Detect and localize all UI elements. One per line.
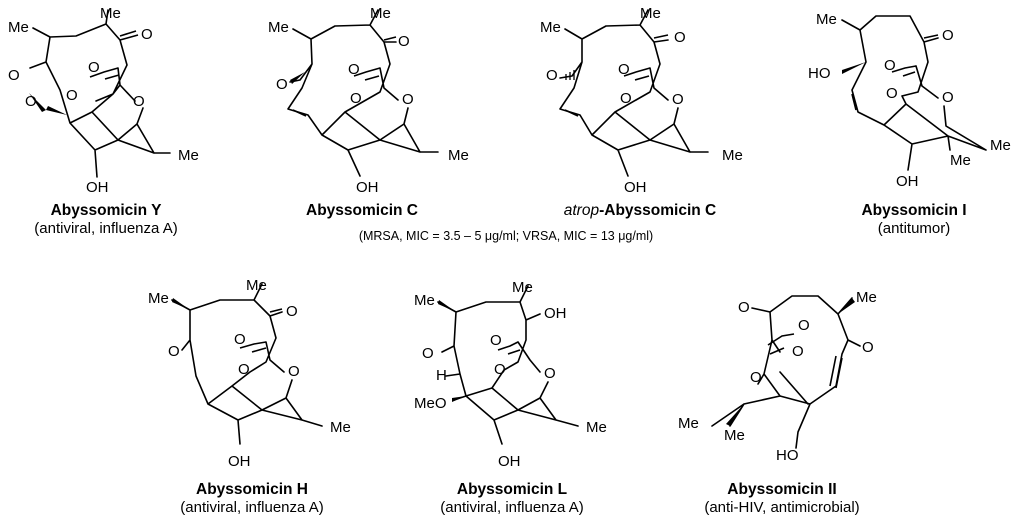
methyl-label: Me — [950, 152, 971, 169]
methyl-label: Me — [816, 11, 837, 28]
hydroxyl-label: OH — [498, 453, 521, 470]
ring-oxygen: O — [792, 343, 804, 360]
methyl-label: Me — [586, 419, 607, 436]
structure-abyssomicin-h: Me Me O O O O O Me OH — [148, 277, 351, 470]
ring-oxygen: O — [66, 87, 78, 104]
carbonyl-oxygen: O — [674, 29, 686, 46]
compound-activity: (anti-HIV, antimicrobial) — [704, 499, 860, 516]
ether-oxygen: O — [288, 363, 300, 380]
compound-name: Abyssomicin Y — [50, 202, 162, 219]
methyl-label: Me — [724, 427, 745, 444]
structure-abyssomicin-i: Me HO O O O O Me Me OH — [808, 11, 1011, 190]
methyl-label: Me — [268, 19, 289, 36]
methyl-label: Me — [246, 277, 267, 294]
methyl-label: Me — [856, 289, 877, 306]
carbonyl-oxygen: O — [738, 299, 750, 316]
hydrogen-label: H — [436, 367, 447, 384]
ether-oxygen: O — [133, 93, 145, 110]
compound-activity: (antiviral, influenza A) — [440, 499, 584, 516]
ether-oxygen: O — [942, 89, 954, 106]
carbonyl-oxygen: O — [942, 27, 954, 44]
methyl-label: Me — [414, 292, 435, 309]
methyl-label: Me — [990, 137, 1011, 154]
hydroxyl-label: OH — [86, 179, 109, 196]
ether-oxygen: O — [402, 91, 414, 108]
methyl-label: Me — [722, 147, 743, 164]
caption-abyssomicin-h: Abyssomicin H (antiviral, influenza A) — [146, 481, 358, 516]
compound-name: Abyssomicin C — [306, 202, 418, 219]
ring-oxygen: O — [886, 85, 898, 102]
caption-abyssomicin-l: Abyssomicin L (antiviral, influenza A) — [406, 481, 618, 516]
caption-abyssomicin-i: Abyssomicin I (antitumor) — [824, 202, 1004, 237]
compound-name-rest: -Abyssomicin C — [599, 202, 717, 219]
hydroxyl-label: OH — [544, 305, 567, 322]
compound-activity: (antitumor) — [877, 220, 951, 237]
structure-abyssomicin-c: Me Me O O O O O Me OH — [268, 5, 469, 196]
methyl-label: Me — [640, 5, 661, 22]
compound-name: atrop-Abyssomicin C — [540, 202, 740, 220]
ring-oxygen: O — [494, 361, 506, 378]
carbonyl-oxygen: O — [286, 303, 298, 320]
compound-name: Abyssomicin H — [196, 481, 308, 498]
lactone-oxygen: O — [490, 332, 502, 349]
structure-abyssomicin-ii: O Me O O O O Me Me HO — [678, 289, 877, 464]
caption-abyssomicin-ii: Abyssomicin II (anti-HIV, antimicrobial) — [676, 481, 888, 516]
methyl-label: Me — [678, 415, 699, 432]
lactone-oxygen: O — [348, 61, 360, 78]
atrop-prefix: atrop — [563, 202, 600, 219]
methyl-label: Me — [448, 147, 469, 164]
hydroxyl-label: OH — [228, 453, 251, 470]
compound-activity: (MRSA, MIC = 3.5 – 5 μg/ml; VRSA, MIC = … — [358, 229, 654, 243]
hydroxyl-label: OH — [896, 173, 919, 190]
lactone-oxygen: O — [618, 61, 630, 78]
epoxide-oxygen: O — [276, 76, 288, 93]
methyl-label: Me — [178, 147, 199, 164]
methyl-label: Me — [100, 5, 121, 22]
epoxide-oxygen: O — [546, 67, 558, 84]
ether-oxygen: O — [544, 365, 556, 382]
ring-oxygen: O — [620, 90, 632, 107]
carbonyl-oxygen: O — [398, 33, 410, 50]
methoxy-label: MeO — [414, 395, 447, 412]
carbonyl-oxygen: O — [141, 26, 153, 43]
methyl-label: Me — [370, 5, 391, 22]
caption-abyssomicin-y: Abyssomicin Y (antiviral, influenza A) — [0, 202, 212, 237]
lactone-oxygen: O — [234, 331, 246, 348]
ether-oxygen: O — [750, 369, 762, 386]
compound-activity: (antiviral, influenza A) — [180, 499, 324, 516]
structure-atrop-abyssomicin-c: Me Me O O O O O Me OH — [540, 5, 743, 196]
carbonyl-oxygen: O — [168, 343, 180, 360]
methyl-label: Me — [540, 19, 561, 36]
ring-oxygen: O — [350, 90, 362, 107]
methyl-label: Me — [8, 19, 29, 36]
hydroxy-label: HO — [808, 65, 831, 82]
caption-mic-values: (MRSA, MIC = 3.5 – 5 μg/ml; VRSA, MIC = … — [300, 229, 712, 243]
ether-oxygen: O — [672, 91, 684, 108]
structure-abyssomicin-l: Me Me OH O O O O H MeO Me OH — [414, 279, 607, 470]
epoxide-oxygen: O — [25, 93, 37, 110]
compound-name: Abyssomicin II — [727, 481, 837, 498]
lactone-oxygen: O — [88, 59, 100, 76]
caption-atrop-abyssomicin-c: atrop-Abyssomicin C — [540, 202, 740, 220]
compound-name: Abyssomicin I — [861, 202, 967, 219]
compound-name: Abyssomicin L — [456, 481, 568, 498]
methyl-label: Me — [330, 419, 351, 436]
ring-oxygen: O — [238, 361, 250, 378]
hydroxyl-label: OH — [624, 179, 647, 196]
carbonyl-oxygen: O — [862, 339, 874, 356]
methyl-label: Me — [512, 279, 533, 296]
carbonyl-oxygen: O — [422, 345, 434, 362]
carbonyl-oxygen: O — [8, 67, 20, 84]
hydroxy-label: HO — [776, 447, 799, 464]
lactone-oxygen: O — [798, 317, 810, 334]
lactone-oxygen: O — [884, 57, 896, 74]
compound-activity: (antiviral, influenza A) — [34, 220, 178, 237]
hydroxyl-label: OH — [356, 179, 379, 196]
structure-abyssomicin-y: Me Me O O O O O O Me OH — [8, 5, 199, 196]
caption-abyssomicin-c: Abyssomicin C — [292, 202, 432, 220]
methyl-label: Me — [148, 290, 169, 307]
